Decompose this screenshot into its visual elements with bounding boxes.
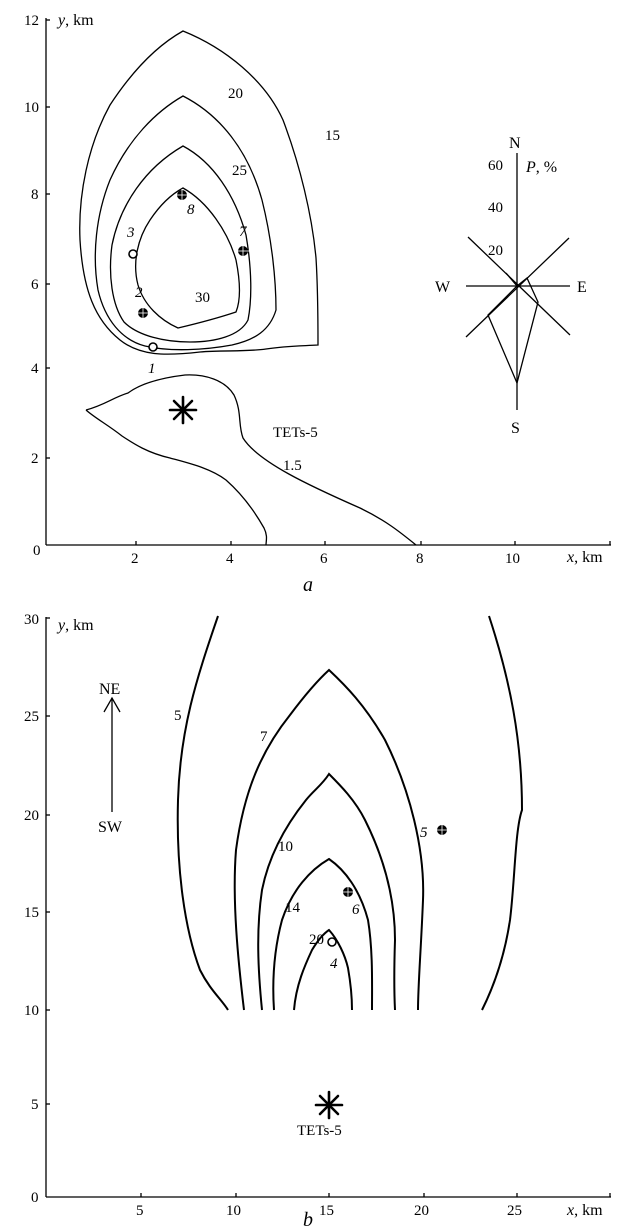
panel-a-y-tick-label: 12	[24, 13, 39, 29]
panel-a-contour-25	[109, 145, 252, 343]
panel-b-y-tick-label: 30	[24, 612, 39, 628]
panel-a-source-label: TETs-5	[273, 425, 318, 441]
wind-rose-west-label: W	[435, 279, 451, 296]
panel-b-contour-label: 20	[309, 932, 324, 948]
panel-a-contour-30	[135, 187, 241, 329]
panel-b-point-filled	[436, 824, 448, 836]
panel-a-wind-rose: N S E W 20 40 60 P, %	[435, 135, 587, 437]
panel-a-contour-1-5	[85, 374, 417, 546]
panel-b-source-star-icon	[314, 1090, 344, 1120]
panel-b-contour-14	[272, 857, 374, 1011]
panel-a-contour-label: 1.5	[283, 458, 302, 474]
panel-a-y-tick-label: 2	[31, 451, 39, 467]
panel-b-wind-arrow: NE SW	[98, 681, 123, 836]
panel-a-contour-label: 20	[228, 86, 243, 102]
wind-rose-tick-label: 40	[488, 200, 503, 216]
panel-b-contour-5	[176, 615, 524, 1011]
panel-b-y-tick-label: 20	[24, 808, 39, 824]
panel-b-point-label: 5	[420, 825, 428, 841]
panel-a-contour-label: 25	[232, 163, 247, 179]
panel-b-y-tick-label: 0	[31, 1190, 39, 1206]
panel-b-y-axis-label: y, km	[56, 617, 94, 634]
panel-a-point-label: 2	[135, 285, 143, 301]
panel-b-caption: b	[303, 1209, 313, 1228]
panel-a-point-label: 7	[239, 224, 248, 240]
panel-a-contour-20	[94, 95, 277, 351]
panel-b-x-tick-label: 25	[507, 1203, 522, 1219]
panel-a-point-label: 1	[148, 361, 156, 377]
panel-b-y-ticks	[46, 617, 50, 1105]
panel-a-y-tick-label: 10	[24, 100, 39, 116]
panel-a-x-tick-label: 4	[226, 551, 234, 567]
panel-a-point-filled	[237, 245, 249, 257]
panel-b-x-tick-label: 15	[319, 1203, 334, 1219]
panel-a-contour-label: 30	[195, 290, 210, 306]
panel-a-x-tick-label: 6	[320, 551, 328, 567]
panel-a-x-tick-label: 2	[131, 551, 139, 567]
panel-b-x-ticks	[140, 1193, 611, 1197]
panel-b-y-tick-label: 25	[24, 709, 39, 725]
panel-b-point-label: 6	[352, 902, 360, 918]
panel-b-contour-label: 14	[285, 900, 301, 916]
panel-a-x-axis-label: x, km	[566, 549, 603, 566]
panel-a-x-tick-label: 10	[505, 551, 520, 567]
panel-a-point-open	[128, 249, 138, 259]
panel-b-contour-label: 10	[278, 839, 293, 855]
panel-a-x-ticks	[135, 541, 611, 545]
panel-b-point-filled	[342, 886, 354, 898]
wind-rose-east-label: E	[577, 279, 587, 296]
panel-a-contour-label: 15	[325, 128, 340, 144]
panel-a-source-star-icon	[168, 395, 198, 425]
wind-arrow-tail-label: SW	[98, 819, 123, 836]
panel-b-source-label: TETs-5	[297, 1123, 342, 1139]
panel-b-contour-7	[233, 668, 425, 1011]
panel-a-contour-15	[79, 30, 319, 355]
panel-a-point-open	[148, 342, 158, 352]
panel-a-point-filled	[176, 189, 188, 201]
panel-a-y-axis-label: y, km	[56, 12, 94, 29]
panel-b-x-axis-label: x, km	[566, 1202, 603, 1219]
panel-a-y-ticks	[46, 19, 50, 459]
panel-b-contour-10	[257, 772, 397, 1011]
panel-a-caption: a	[303, 574, 313, 596]
panel-a-point-filled	[137, 307, 149, 319]
panel-b-y-tick-label: 15	[24, 905, 39, 921]
wind-rose-tick-label: 20	[488, 243, 503, 259]
wind-rose-north-label: N	[509, 135, 521, 152]
panel-b-y-tick-label: 10	[24, 1003, 39, 1019]
panel-a-y-tick-label: 8	[31, 187, 39, 203]
wind-rose-tick-label: 60	[488, 158, 503, 174]
panel-b-x-tick-label: 10	[226, 1203, 241, 1219]
panel-a-x-tick-label: 0	[33, 543, 41, 559]
panel-b-point-label: 4	[330, 956, 338, 972]
panel-b-x-tick-label: 20	[414, 1203, 429, 1219]
panel-b-contour-label: 7	[260, 729, 268, 745]
wind-arrow-head-label: NE	[99, 681, 120, 698]
panel-b: 5 10 15 20 25 x, km 0 5 10 15 20 25 30 y…	[24, 612, 611, 1228]
panel-b-contour-20	[293, 928, 353, 1011]
panel-a-y-tick-label: 4	[31, 361, 39, 377]
panel-b-point-open	[327, 937, 337, 947]
panel-a-x-tick-label: 8	[416, 551, 424, 567]
wind-rose-axis-label: P, %	[525, 159, 557, 176]
panel-a: 0 2 4 6 8 10 x, km 2 4 6 8 10 12 y, km	[24, 12, 611, 596]
panel-a-y-tick-label: 6	[31, 277, 39, 293]
panel-a-point-label: 8	[187, 202, 195, 218]
panel-b-x-tick-label: 5	[136, 1203, 144, 1219]
panel-a-point-label: 3	[126, 225, 135, 241]
panel-b-y-tick-label: 5	[31, 1097, 39, 1113]
panel-b-contour-label: 5	[174, 708, 182, 724]
wind-rose-south-label: S	[511, 420, 520, 437]
